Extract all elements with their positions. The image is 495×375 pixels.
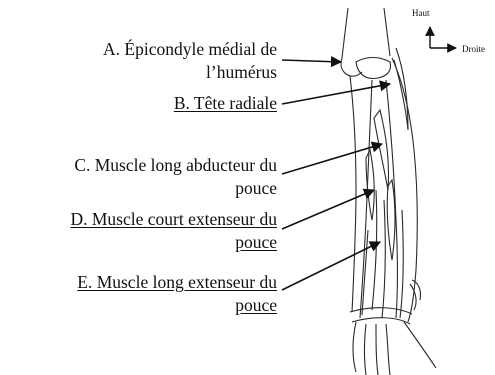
tendon-1 — [372, 190, 377, 310]
forearm-left-contour — [350, 76, 356, 312]
humerus-outline-right — [384, 8, 390, 56]
ulna — [360, 80, 372, 318]
orientation-compass — [430, 27, 456, 48]
leader-line-b — [282, 84, 390, 104]
finger-4 — [386, 324, 390, 375]
finger-2 — [365, 324, 367, 375]
label-medial-epicondyle: A. Épicondyle médial de l’humérus — [103, 38, 277, 84]
forearm-right-contour — [392, 58, 417, 322]
compass-right-label: Droite — [462, 44, 485, 54]
muscle-belly-upper — [394, 48, 408, 130]
finger-1 — [353, 322, 356, 372]
label-abductor-pollicis-longus: C. Muscle long abducteur du pouce — [74, 154, 277, 200]
label-b-line1: B. Tête radiale — [174, 92, 277, 115]
short-extensor-belly — [366, 150, 374, 220]
tendon-3 — [400, 210, 403, 318]
humerus-outline — [342, 8, 348, 58]
thumb — [404, 322, 436, 368]
label-e-line1: E. Muscle long extenseur du — [77, 271, 277, 294]
finger-3 — [376, 324, 378, 375]
long-extensor-belly — [387, 180, 395, 260]
leader-line-d — [282, 190, 374, 229]
label-radial-head: B. Tête radiale — [174, 92, 277, 115]
label-e-line2: pouce — [77, 294, 277, 317]
tendon-2 — [382, 200, 385, 318]
label-c-line1: C. Muscle long abducteur du — [74, 154, 277, 177]
radial-head — [356, 58, 391, 79]
label-extensor-pollicis-longus: E. Muscle long extenseur du pouce — [77, 271, 277, 317]
label-d-line1: D. Muscle court extenseur du — [70, 208, 277, 231]
leader-line-c — [282, 144, 382, 174]
label-a-line2: l’humérus — [103, 61, 277, 84]
wrist-band-2 — [352, 318, 410, 324]
label-d-line2: pouce — [70, 231, 277, 254]
label-extensor-pollicis-brevis: D. Muscle court extenseur du pouce — [70, 208, 277, 254]
forearm-drawing — [341, 8, 436, 375]
label-a-line1: A. Épicondyle médial de — [103, 38, 277, 61]
compass-up-label: Haut — [412, 8, 430, 18]
label-c-line2: pouce — [74, 177, 277, 200]
leader-line-a — [282, 60, 341, 62]
abductor-belly — [374, 110, 389, 190]
wrist-band — [350, 308, 412, 314]
